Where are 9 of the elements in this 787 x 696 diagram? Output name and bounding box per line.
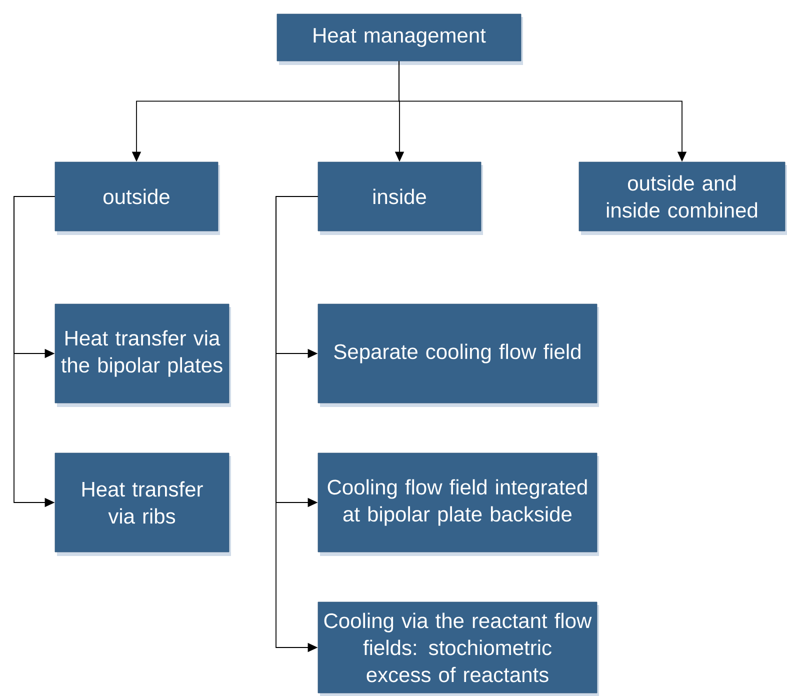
process-box: Heat transfer via the bipolar plates bbox=[54, 304, 231, 407]
process-box: Heat transfer via ribs bbox=[54, 452, 231, 556]
process-box: Separate cooling flow field bbox=[318, 304, 599, 407]
process-box: Cooling flow field integrated at bipolar plate backside bbox=[318, 452, 599, 556]
process-box: Cooling via the reactant flow fields: stochiometric excess of reactants bbox=[318, 602, 599, 696]
process-box: outside bbox=[54, 162, 220, 235]
process-box: inside bbox=[318, 162, 483, 235]
process-box: outside and inside combined bbox=[578, 162, 787, 235]
process-box: Heat management bbox=[276, 14, 523, 65]
